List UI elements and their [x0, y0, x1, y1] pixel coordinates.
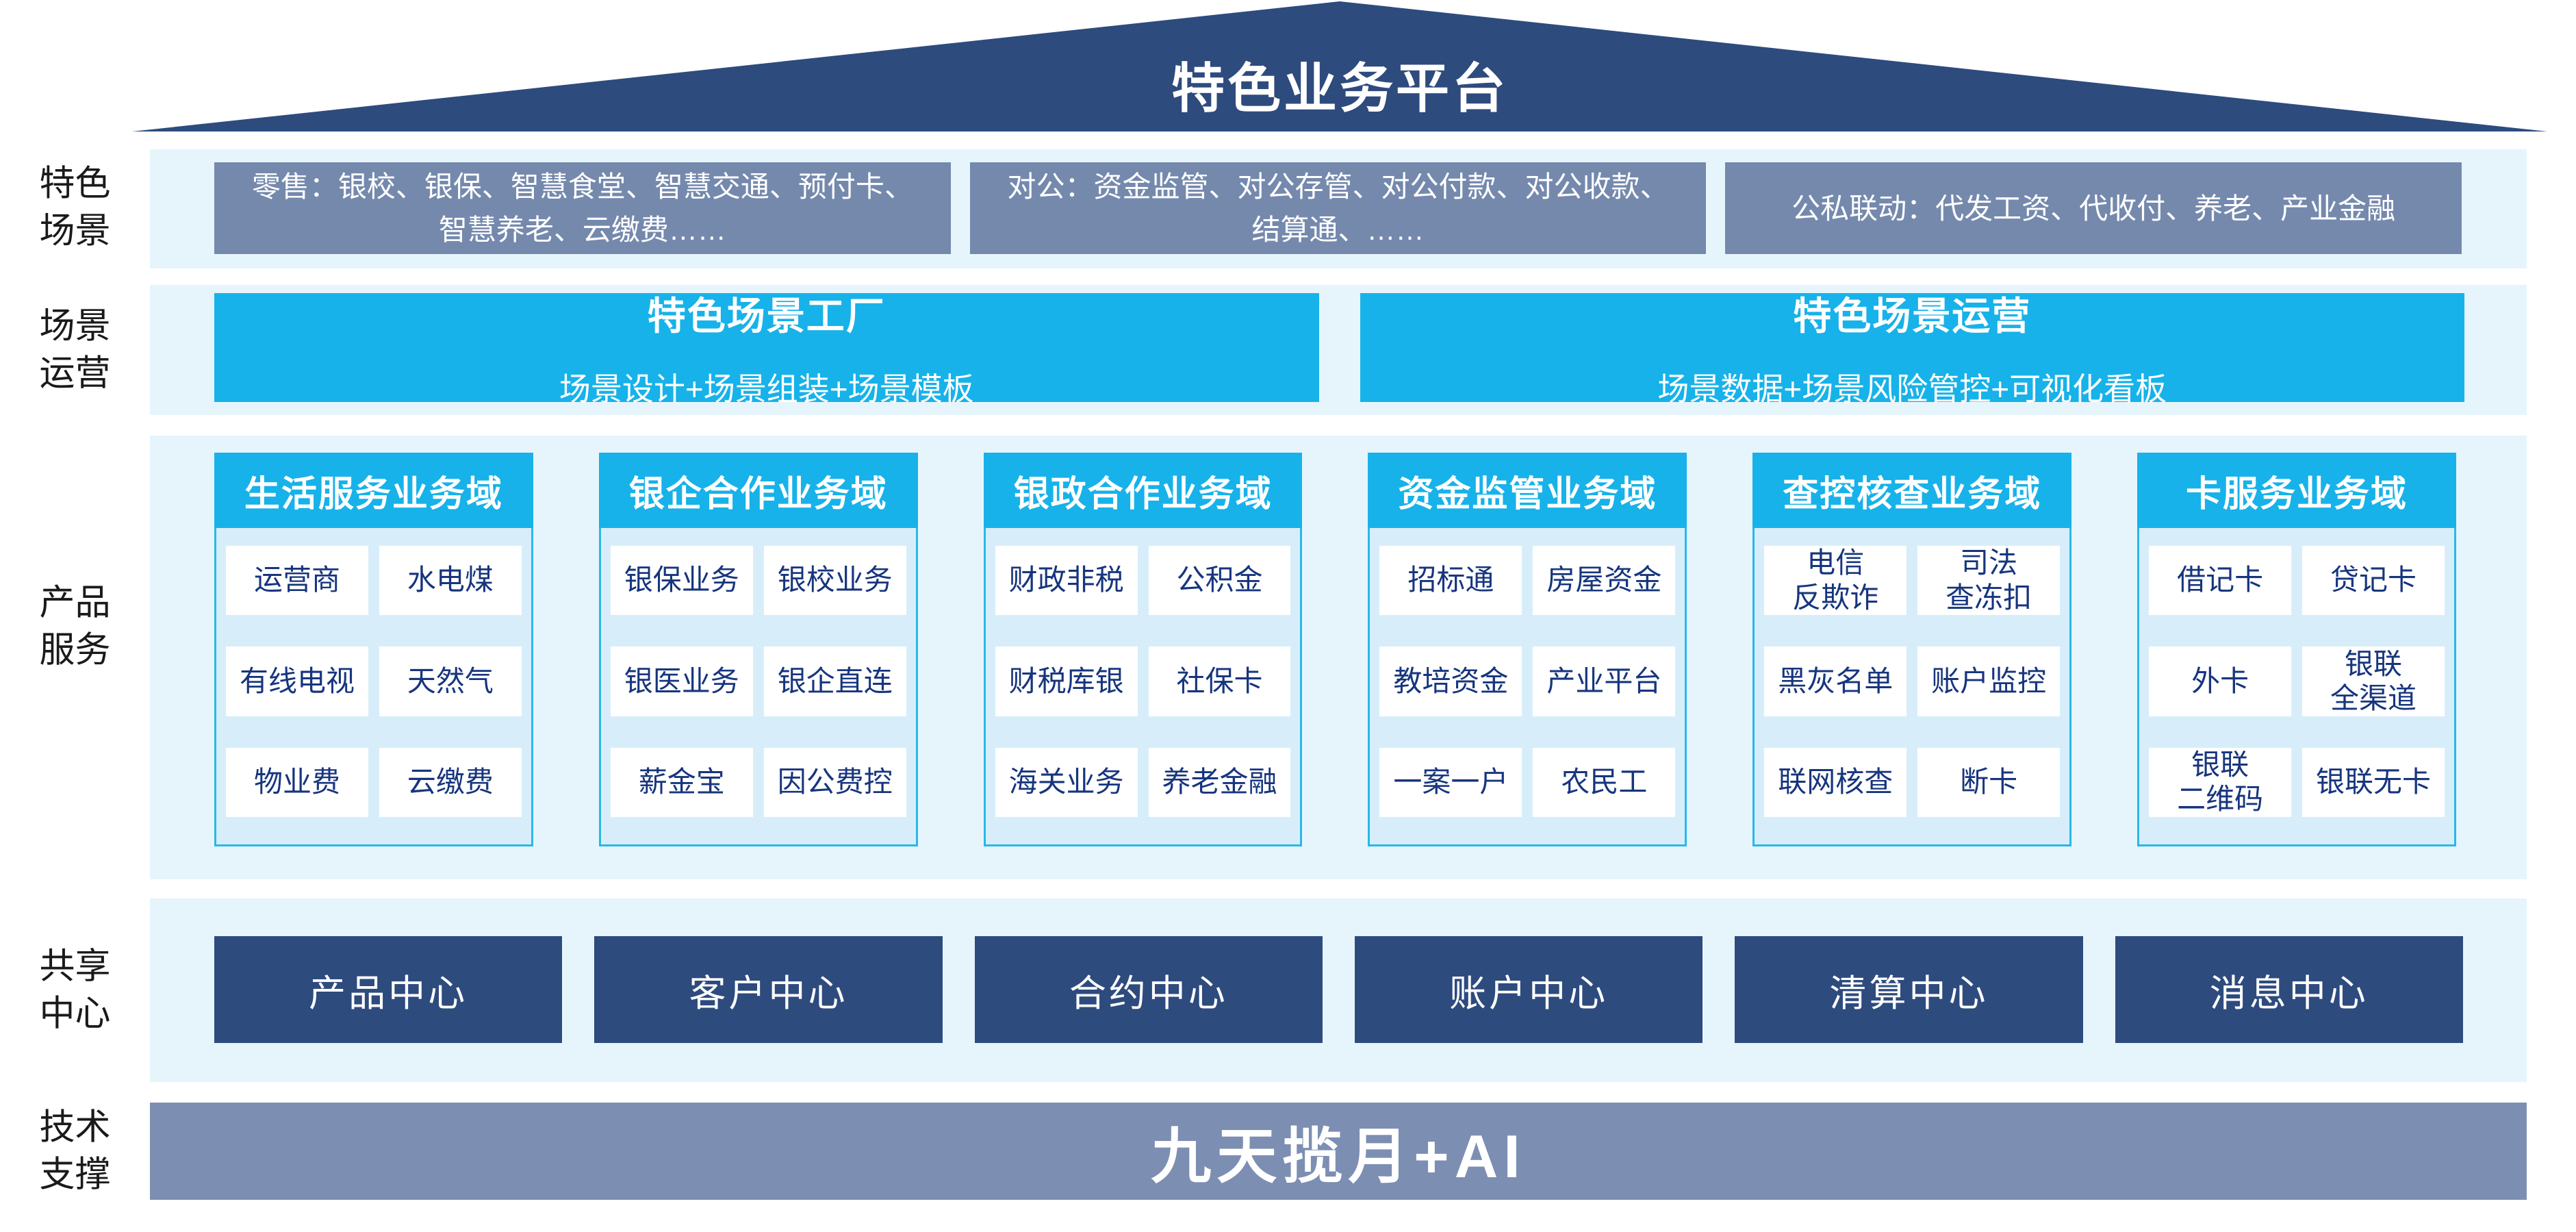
domain-cell: 黑灰名单	[1764, 646, 1907, 716]
center-box-message: 消息中心	[2115, 936, 2463, 1043]
scenario-operation-title: 特色场景运营	[1793, 294, 2032, 338]
domain-cell: 运营商	[226, 546, 368, 616]
scenario-box-retail-text: 零售：银校、银保、智慧食堂、智慧交通、预付卡、智慧养老、云缴费……	[251, 171, 913, 246]
scenario-factory-title: 特色场景工厂	[647, 294, 886, 338]
domain-cell: 水电煤	[379, 546, 522, 616]
domain-header-inquiry-verification: 查控核查业务域	[1752, 453, 2072, 528]
scenario-operation-box: 特色场景运营 场景数据+场景风险管控+可视化看板	[1360, 293, 2464, 407]
domain-header-bank-government: 银政合作业务域	[983, 453, 1303, 528]
scenario-box-retail: 零售：银校、银保、智慧食堂、智慧交通、预付卡、智慧养老、云缴费……	[214, 162, 951, 254]
domain-cell: 海关业务	[995, 747, 1138, 817]
domain-column-bank-government: 银政合作业务域 财政非税 公积金 财税库银 社保卡 海关业务 养老金融	[983, 453, 1303, 846]
domain-body-inquiry-verification: 电信 反欺诈 司法 查冻扣 黑灰名单 账户监控 联网核查 断卡	[1752, 528, 2072, 846]
scenario-box-public-private: 公私联动：代发工资、代收付、养老、产业金融	[1725, 162, 2462, 254]
domain-cell: 外卡	[2149, 646, 2292, 716]
domain-cell: 公积金	[1148, 546, 1291, 616]
domain-header-card-services: 卡服务业务域	[2137, 453, 2456, 528]
domain-cell: 因公费控	[763, 747, 906, 817]
center-box-account: 账户中心	[1354, 936, 1703, 1043]
platform-roof: 特色业务平台	[132, 1, 2547, 131]
domain-cell: 财税库银	[995, 646, 1138, 716]
domain-cell: 银保业务	[610, 546, 753, 616]
shared-centers-band: 产品中心 客户中心 合约中心 账户中心 清算中心 消息中心	[150, 898, 2527, 1082]
domain-column-life-services: 生活服务业务域 运营商 水电煤 有线电视 天然气 物业费 云缴费	[214, 453, 533, 846]
domain-cell: 招标通	[1379, 546, 1522, 616]
side-label-product-services: 产品 服务	[39, 583, 111, 670]
domain-header-bank-enterprise: 银企合作业务域	[598, 453, 918, 528]
domain-cell: 借记卡	[2149, 546, 2292, 616]
domain-cell: 产业平台	[1533, 646, 1676, 716]
domain-column-bank-enterprise: 银企合作业务域 银保业务 银校业务 银医业务 银企直连 薪金宝 因公费控	[598, 453, 918, 846]
side-label-shared-centers: 共享 中心	[39, 946, 111, 1033]
domain-cell: 一案一户	[1379, 747, 1522, 817]
domain-cell: 银校业务	[763, 546, 906, 616]
domain-cell: 断卡	[1917, 747, 2061, 817]
domain-header-life-services: 生活服务业务域	[214, 453, 533, 528]
center-box-contract: 合约中心	[974, 936, 1323, 1043]
domain-column-fund-supervision: 资金监管业务域 招标通 房屋资金 教培资金 产业平台 一案一户 农民工	[1368, 453, 1687, 846]
domain-cell: 电信 反欺诈	[1764, 546, 1907, 616]
scenario-factory-subtitle: 场景设计+场景组装+场景模板	[559, 371, 974, 407]
domain-column-inquiry-verification: 查控核查业务域 电信 反欺诈 司法 查冻扣 黑灰名单 账户监控 联网核查 断卡	[1752, 453, 2072, 846]
scenario-operations-band: 特色场景工厂 场景设计+场景组装+场景模板 特色场景运营 场景数据+场景风险管控…	[150, 285, 2527, 415]
side-label-tech-support: 技术 支撑	[39, 1107, 111, 1194]
center-box-customer: 客户中心	[594, 936, 943, 1043]
domain-cell: 银联 二维码	[2149, 747, 2292, 817]
domain-cell: 账户监控	[1917, 646, 2061, 716]
domain-cell: 房屋资金	[1533, 546, 1676, 616]
domain-cell: 贷记卡	[2302, 546, 2445, 616]
special-scenarios-band: 零售：银校、银保、智慧食堂、智慧交通、预付卡、智慧养老、云缴费…… 对公：资金监…	[150, 149, 2527, 268]
domain-cell: 联网核查	[1764, 747, 1907, 817]
domain-body-fund-supervision: 招标通 房屋资金 教培资金 产业平台 一案一户 农民工	[1368, 528, 1687, 846]
domain-cell: 薪金宝	[610, 747, 753, 817]
domain-body-card-services: 借记卡 贷记卡 外卡 银联 全渠道 银联 二维码 银联无卡	[2137, 528, 2456, 846]
center-box-clearing: 清算中心	[1735, 936, 2083, 1043]
platform-title: 特色业务平台	[1171, 58, 1508, 118]
tech-support-label: 九天揽月+AI	[1151, 1122, 1526, 1190]
domain-cell: 养老金融	[1148, 747, 1291, 817]
domain-body-bank-government: 财政非税 公积金 财税库银 社保卡 海关业务 养老金融	[983, 528, 1303, 846]
domain-body-life-services: 运营商 水电煤 有线电视 天然气 物业费 云缴费	[214, 528, 533, 846]
side-label-scenario-operations: 场景 运营	[39, 306, 111, 393]
domain-cell: 天然气	[379, 646, 522, 716]
domain-cell: 银企直连	[763, 646, 906, 716]
domain-cell: 银联无卡	[2302, 747, 2445, 817]
domain-cell: 司法 查冻扣	[1917, 546, 2061, 616]
domain-cell: 教培资金	[1379, 646, 1522, 716]
domain-cell: 物业费	[226, 747, 368, 817]
domain-cell: 财政非税	[995, 546, 1138, 616]
tech-support-bar: 九天揽月+AI	[150, 1103, 2527, 1200]
domain-cell: 银医业务	[610, 646, 753, 716]
domain-column-card-services: 卡服务业务域 借记卡 贷记卡 外卡 银联 全渠道 银联 二维码 银联无卡	[2137, 453, 2456, 846]
scenario-box-corporate: 对公：资金监管、对公存管、对公付款、对公收款、结算通、……	[969, 162, 1707, 254]
side-label-special-scenarios: 特色 场景	[39, 164, 111, 251]
domain-body-bank-enterprise: 银保业务 银校业务 银医业务 银企直连 薪金宝 因公费控	[598, 528, 918, 846]
domain-cell: 有线电视	[226, 646, 368, 716]
domain-cell: 社保卡	[1148, 646, 1291, 716]
scenario-box-corporate-text: 对公：资金监管、对公存管、对公付款、对公收款、结算通、……	[1007, 171, 1669, 246]
domain-cell: 农民工	[1533, 747, 1676, 817]
scenario-box-public-private-text: 公私联动：代发工资、代收付、养老、产业金融	[1791, 192, 2396, 225]
scenario-operation-subtitle: 场景数据+场景风险管控+可视化看板	[1657, 371, 2167, 407]
scenario-factory-box: 特色场景工厂 场景设计+场景组装+场景模板	[214, 293, 1319, 407]
domain-cell: 云缴费	[379, 747, 522, 817]
center-box-product: 产品中心	[214, 936, 563, 1043]
domain-header-fund-supervision: 资金监管业务域	[1368, 453, 1687, 528]
domain-cell: 银联 全渠道	[2302, 646, 2445, 716]
product-services-band: 生活服务业务域 运营商 水电煤 有线电视 天然气 物业费 云缴费 银企合作业务域…	[150, 436, 2527, 879]
